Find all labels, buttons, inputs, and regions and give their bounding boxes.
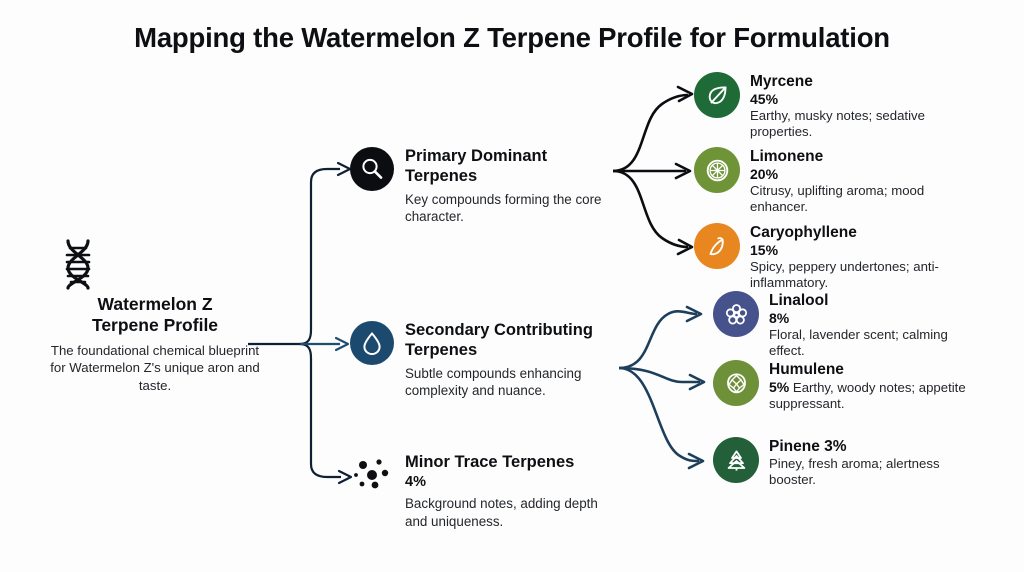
arrowhead-humulene xyxy=(688,373,706,391)
arrowhead-myrcene xyxy=(676,85,694,103)
branch-secondary-description: Subtle compounds enhancing complexity an… xyxy=(405,365,582,399)
arrowhead-caryophyllene xyxy=(676,238,694,256)
root-title: Watermelon Z Terpene Profile xyxy=(46,294,264,337)
terpene-linalool-percent: 8% xyxy=(769,310,790,327)
dna-helix-icon xyxy=(46,238,264,290)
pine-tree-icon xyxy=(713,437,759,483)
terpene-humulene-name: Humulene xyxy=(769,361,844,378)
water-droplet-icon xyxy=(350,321,394,365)
terpene-myrcene-percent: 45% xyxy=(750,91,779,108)
connector-secondary-to-humulene xyxy=(618,366,700,384)
terpene-linalool-name: Linalool xyxy=(769,292,829,309)
terpene-caryophyllene-name: Caryophyllene xyxy=(750,224,857,241)
hop-cone-icon xyxy=(713,360,759,406)
connector-primary-to-myrcene xyxy=(612,93,689,173)
terpene-caryophyllene-description: Spicy, peppery undertones; anti-inflamma… xyxy=(750,259,939,290)
branch-secondary-title: Secondary Contributing Terpenes xyxy=(405,321,593,359)
leaf-icon xyxy=(694,72,740,118)
terpene-myrcene-description: Earthy, musky notes; sedative properties… xyxy=(750,108,925,139)
root-title-line1: Watermelon Z xyxy=(97,294,213,314)
branch-minor-description: Background notes, adding depth and uniqu… xyxy=(405,495,598,529)
terpene-limonene[interactable]: Limonene 20% Citrusy, uplifting aroma; m… xyxy=(694,147,950,215)
root-node[interactable]: Watermelon Z Terpene Profile The foundat… xyxy=(46,238,264,394)
branch-primary-description: Key compounds forming the core character… xyxy=(405,191,602,225)
chili-pepper-icon xyxy=(694,223,740,269)
terpene-linalool[interactable]: Linalool 8% Floral, lavender scent; calm… xyxy=(713,291,969,359)
flower-icon xyxy=(713,291,759,337)
terpene-caryophyllene-percent: 15% xyxy=(750,242,779,259)
branch-primary-title: Primary Dominant Terpenes xyxy=(405,147,548,185)
terpene-humulene-description: Earthy, woody notes; appetite suppressan… xyxy=(769,380,966,412)
connector-spine-down xyxy=(299,342,341,479)
citrus-slice-icon xyxy=(694,147,740,193)
molecule-dots-icon xyxy=(350,453,394,497)
branch-minor[interactable]: Minor Trace Terpenes 4% Background notes… xyxy=(350,452,610,531)
branch-minor-percent: 4% xyxy=(405,473,426,490)
terpene-myrcene-name: Myrcene xyxy=(750,73,813,90)
terpene-limonene-description: Citrusy, uplifting aroma; mood enhancer. xyxy=(750,183,925,214)
connector-primary-to-caryophyllene xyxy=(612,169,689,249)
page-title: Mapping the Watermelon Z Terpene Profile… xyxy=(134,22,890,53)
terpene-humulene-percent: 5% xyxy=(769,379,790,396)
terpene-pinene-description: Piney, fresh aroma; alertness booster. xyxy=(769,456,940,488)
terpene-caryophyllene[interactable]: Caryophyllene 15% Spicy, peppery underto… xyxy=(694,223,950,291)
terpene-limonene-percent: 20% xyxy=(750,166,779,183)
branch-primary[interactable]: Primary Dominant Terpenes Key compounds … xyxy=(350,146,615,226)
branch-secondary[interactable]: Secondary Contributing Terpenes Subtle c… xyxy=(350,320,615,400)
terpene-limonene-name: Limonene xyxy=(750,148,824,165)
branch-minor-title: Minor Trace Terpenes xyxy=(405,453,575,471)
arrowhead-pinene xyxy=(687,452,705,470)
arrowhead-secondary xyxy=(334,336,350,352)
terpene-humulene-detail: 5% Earthy, woody notes; appetite suppres… xyxy=(769,379,974,412)
arrowhead-limonene xyxy=(674,162,692,180)
connector-secondary-to-pinene xyxy=(618,366,700,463)
magnifying-glass-icon xyxy=(350,147,394,191)
terpene-myrcene[interactable]: Myrcene 45% Earthy, musky notes; sedativ… xyxy=(694,72,950,140)
arrowhead-linalool xyxy=(685,305,703,323)
terpene-linalool-description: Floral, lavender scent; calming effect. xyxy=(769,327,948,358)
terpene-pinene[interactable]: Pinene 3% Piney, fresh aroma; alertness … xyxy=(713,437,969,488)
root-title-line2: Terpene Profile xyxy=(91,315,219,336)
connector-spine-up xyxy=(299,167,340,346)
root-description: The foundational chemical blueprint for … xyxy=(50,342,260,393)
terpene-humulene[interactable]: Humulene 5% Earthy, woody notes; appetit… xyxy=(713,360,974,412)
arrowhead-minor xyxy=(337,469,353,485)
terpene-pinene-name: Pinene 3% xyxy=(769,438,847,455)
connector-secondary-to-linalool xyxy=(618,310,698,370)
